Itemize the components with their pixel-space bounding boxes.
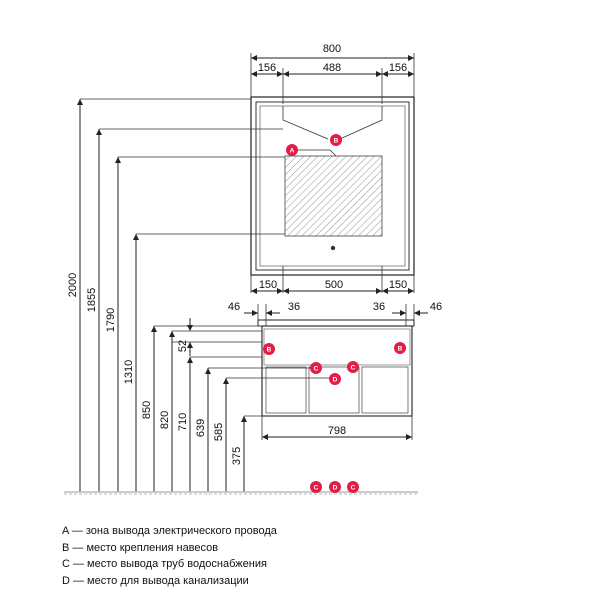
dim-820: 820 [159,411,171,429]
dim-710: 710 [177,413,189,431]
dim-2000: 2000 [67,273,79,297]
floor-line [64,491,418,495]
dim-150-left: 150 [259,279,277,291]
dim-488: 488 [323,62,341,74]
marker-d-cabinet: D [329,373,341,385]
height-dimensions: 2000 1855 1790 1310 850 820 52 710 639 [67,98,330,492]
dim-1855: 1855 [86,288,98,312]
dim-46-right: 46 [430,301,442,313]
dim-150-right: 150 [389,279,407,291]
mirror [250,96,415,276]
marker-a: A [286,144,298,156]
dim-156-right: 156 [389,62,407,74]
svg-text:B: B [267,347,272,354]
dim-36-right: 36 [373,301,385,313]
marker-b-cabinet-left: B [263,343,275,355]
svg-text:C: C [314,485,319,492]
marker-c-cabinet-right: C [347,361,359,373]
dim-52: 52 [177,340,189,352]
marker-c-cabinet-left: C [310,362,322,374]
dim-585: 585 [213,423,225,441]
dim-156-left: 156 [258,62,276,74]
mirror-sensor-dot [330,245,336,251]
dim-375: 375 [231,447,243,465]
mirror-top-dimensions: 800 156 488 156 [250,43,415,104]
legend: A — зона вывода электрического провода B… [62,523,277,589]
dim-850: 850 [141,401,153,419]
vanity-cabinet [257,319,415,417]
legend-item-d: D — место для вывода канализации [62,574,249,587]
marker-d-floor: D [329,481,341,493]
marker-b-cabinet-right: B [394,342,406,354]
svg-text:A: A [290,148,295,155]
dim-798: 798 [328,425,346,437]
svg-text:B: B [334,138,339,145]
dim-1790: 1790 [105,308,117,332]
cabinet-top-dimensions: 46 36 36 46 [228,301,442,326]
dim-800: 800 [323,43,341,55]
svg-text:B: B [398,346,403,353]
marker-b-mirror: B [330,134,342,146]
svg-text:C: C [314,366,319,373]
cabinet-bottom-dimension: 798 [261,416,413,440]
marker-c-floor-left: C [310,481,322,493]
dim-639: 639 [195,419,207,437]
dim-1310: 1310 [123,360,135,384]
legend-item-a: A — зона вывода электрического провода [62,525,277,537]
dim-36-left: 36 [288,301,300,313]
svg-text:C: C [351,365,356,372]
marker-c-floor-right: C [347,481,359,493]
legend-item-c: C — место вывода труб водоснабжения [62,558,267,570]
mirror-bottom-dimensions: 150 500 150 [250,266,415,294]
dim-46-left: 46 [228,301,240,313]
legend-item-b: B — место крепления навесов [62,541,219,554]
mirror-hatched-zone [284,155,383,237]
svg-text:D: D [333,377,338,384]
svg-text:D: D [333,485,338,492]
dim-500: 500 [325,279,343,291]
svg-text:C: C [351,485,356,492]
